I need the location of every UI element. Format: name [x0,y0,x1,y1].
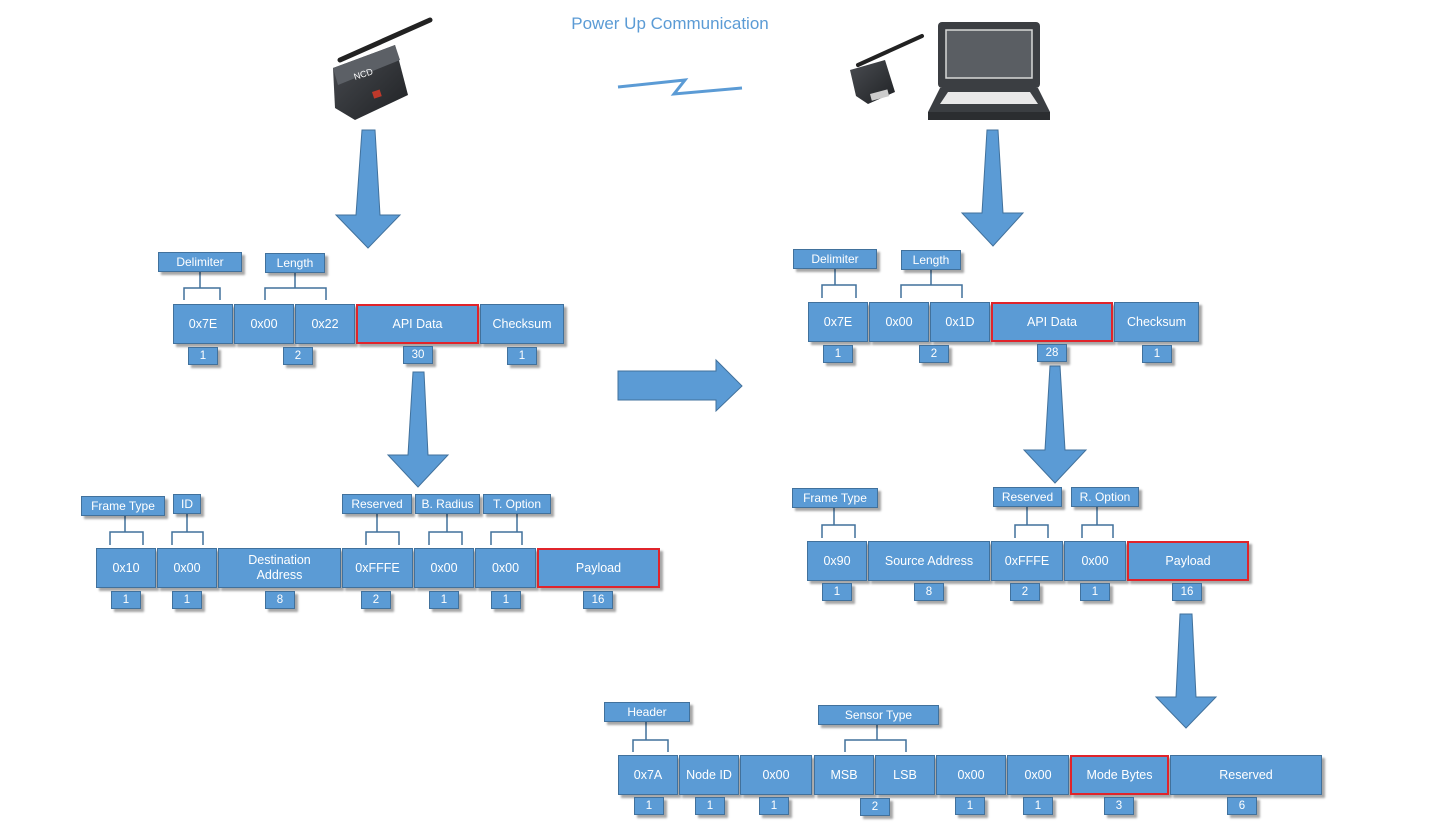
byte-count: 8 [265,591,295,609]
payload-cell: 0x7A [618,755,678,795]
payload-cell: 0x00 [740,755,812,795]
byte-count: 1 [507,347,537,365]
byte-count: 1 [1023,797,1053,815]
byte-count: 1 [634,797,664,815]
byte-count: 3 [1104,797,1134,815]
byte-count: 2 [860,798,890,816]
rx-frame-cell-api-data: API Data [991,302,1113,342]
byte-count: 1 [822,583,852,601]
tx-frame-cell: 0x7E [173,304,233,344]
tx-api-cell: 0x10 [96,548,156,588]
byte-count: 8 [914,583,944,601]
down-arrow-1 [334,129,402,249]
label-length: Length [265,253,325,273]
down-arrow-4 [1022,365,1088,484]
right-arrow [617,358,743,413]
tx-api-cell: Destination Address [218,548,341,588]
payload-cell-mode-bytes: Mode Bytes [1070,755,1169,795]
payload-cell: 0x00 [1007,755,1069,795]
tx-api-cell: 0x00 [157,548,217,588]
payload-cell: MSB [814,755,874,795]
payload-cell: 0x00 [936,755,1006,795]
byte-count: 1 [1080,583,1110,601]
rx-api-cell: 0x00 [1064,541,1126,581]
byte-count: 1 [823,345,853,363]
label-b-radius: B. Radius [415,494,480,514]
byte-count: 1 [759,797,789,815]
label-t-option: T. Option [483,494,551,514]
byte-count: 2 [1010,583,1040,601]
rx-frame-cell: 0x1D [930,302,990,342]
rx-api-cell-payload: Payload [1127,541,1249,581]
byte-count: 1 [111,591,141,609]
byte-count: 2 [919,345,949,363]
payload-cell: Reserved [1170,755,1322,795]
byte-count: 16 [583,591,613,609]
down-arrow-5 [1154,613,1218,729]
tx-frame-cell: 0x22 [295,304,355,344]
byte-count: 16 [1172,583,1202,601]
wireless-gateway-icon [850,34,924,104]
label-delimiter: Delimiter [793,249,877,269]
tx-frame-cell-api-data: API Data [356,304,479,344]
label-id: ID [173,494,201,514]
tx-frame-cell: Checksum [480,304,564,344]
tx-api-cell: 0xFFFE [342,548,413,588]
byte-count: 2 [283,347,313,365]
label-reserved: Reserved [993,487,1062,507]
lightning-link-icon [617,78,743,96]
tx-api-cell: 0x00 [414,548,474,588]
byte-count: 1 [1142,345,1172,363]
byte-count: 1 [429,591,459,609]
label-length: Length [901,250,961,270]
tx-api-cell-payload: Payload [537,548,660,588]
byte-count: 2 [361,591,391,609]
label-sensor-type: Sensor Type [818,705,939,725]
wireless-sensor-icon: NCD [333,17,433,120]
rx-frame-cell: 0x00 [869,302,929,342]
payload-cell: Node ID [679,755,739,795]
rx-api-cell: 0x90 [807,541,867,581]
rx-api-cell: Source Address [868,541,990,581]
rx-frame-cell: Checksum [1114,302,1199,342]
down-arrow-3 [386,371,450,488]
label-frame-type: Frame Type [81,496,165,516]
label-r-option: R. Option [1071,487,1139,507]
byte-count: 28 [1037,344,1067,362]
label-frame-type: Frame Type [792,488,878,508]
payload-cell: LSB [875,755,935,795]
byte-count: 6 [1227,797,1257,815]
rx-frame-cell: 0x7E [808,302,868,342]
byte-count: 30 [403,346,433,364]
byte-count: 1 [172,591,202,609]
byte-count: 1 [188,347,218,365]
byte-count: 1 [955,797,985,815]
label-delimiter: Delimiter [158,252,242,272]
label-reserved: Reserved [342,494,412,514]
laptop-icon [928,22,1050,120]
rx-api-cell: 0xFFFE [991,541,1063,581]
label-header: Header [604,702,690,722]
byte-count: 1 [695,797,725,815]
tx-frame-cell: 0x00 [234,304,294,344]
down-arrow-2 [960,129,1025,247]
tx-api-cell: 0x00 [475,548,536,588]
diagram-title: Power Up Communication [571,14,769,33]
byte-count: 1 [491,591,521,609]
